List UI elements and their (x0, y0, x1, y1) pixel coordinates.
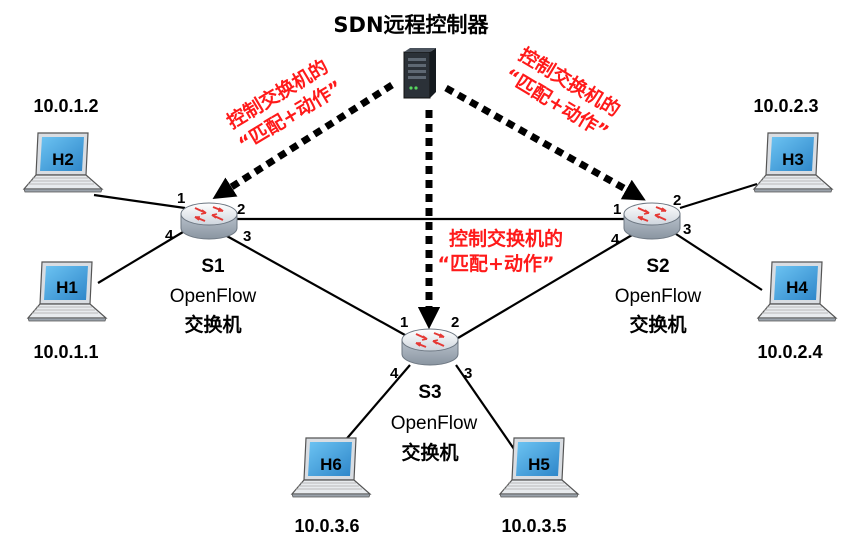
link-h5-s3 (455, 364, 524, 463)
controller-title: SDN远程控制器 (333, 13, 489, 37)
h5-ip: 10.0.3.5 (501, 516, 566, 536)
link-h4-s2 (675, 233, 763, 291)
host-h5[interactable]: H5 10.0.3.5 (499, 437, 579, 536)
s3-desc: 交换机 (401, 441, 458, 464)
host-h1[interactable]: 10.0.1.1 H1 (27, 261, 107, 362)
link-h3-s2 (679, 182, 758, 210)
host-h2[interactable]: 10.0.1.2 H2 (23, 96, 103, 193)
link-h6-s3 (336, 364, 411, 451)
host-h4[interactable]: 10.0.2.4 H4 (757, 261, 837, 362)
router-icon (180, 202, 238, 240)
link-h1-s1 (97, 231, 184, 284)
h6-label: H6 (320, 455, 342, 474)
s3-port-3: 3 (464, 365, 472, 382)
link-s2-s3 (457, 234, 633, 339)
h4-label: H4 (786, 278, 808, 297)
s2-port-4: 4 (611, 231, 620, 248)
h2-ip: 10.0.1.2 (33, 96, 98, 116)
s1-port-2: 2 (237, 201, 245, 218)
s1-type: OpenFlow (170, 286, 257, 307)
h6-ip: 10.0.3.6 (294, 516, 359, 536)
annotation-right: 控制交换机的 “匹配+动作” (501, 43, 625, 144)
h4-ip: 10.0.2.4 (757, 342, 822, 362)
s3-name: S3 (418, 382, 441, 403)
s3-port-4: 4 (390, 365, 399, 382)
switch-s3[interactable]: 1 2 3 4 S3 OpenFlow 交换机 (390, 314, 478, 464)
s1-desc: 交换机 (184, 313, 241, 336)
link-s1-s3 (224, 234, 406, 336)
control-links (212, 82, 646, 330)
s1-name: S1 (201, 256, 225, 277)
h2-label: H2 (52, 150, 74, 169)
s3-type: OpenFlow (391, 413, 478, 434)
s2-type: OpenFlow (615, 286, 702, 307)
h3-ip: 10.0.2.3 (753, 96, 818, 116)
links (93, 182, 763, 463)
s1-port-4: 4 (165, 227, 174, 244)
server-icon (403, 48, 436, 99)
switch-s1[interactable]: 1 2 3 4 S1 OpenFlow 交换机 (165, 190, 257, 336)
router-icon (401, 328, 459, 366)
router-icon (623, 202, 681, 240)
link-h2-s1 (93, 193, 186, 210)
annotation-center-line2: “匹配+动作” (438, 252, 555, 275)
h5-label: H5 (528, 455, 550, 474)
s3-port-2: 2 (451, 314, 459, 331)
controller: SDN远程控制器 (333, 13, 490, 99)
switch-s2[interactable]: 1 2 3 4 S2 OpenFlow 交换机 (611, 192, 702, 336)
annotation-left: 控制交换机的 “匹配+动作” (223, 55, 347, 156)
control-link-s1 (212, 82, 394, 200)
h1-ip: 10.0.1.1 (33, 342, 98, 362)
s2-port-2: 2 (673, 192, 681, 209)
annotation-center-line1: 控制交换机的 (449, 227, 563, 250)
host-h6[interactable]: H6 10.0.3.6 (291, 437, 371, 536)
s2-port-1: 1 (613, 201, 621, 218)
s2-name: S2 (646, 256, 669, 277)
h3-label: H3 (782, 150, 804, 169)
s1-port-3: 3 (243, 228, 251, 245)
host-h3[interactable]: 10.0.2.3 H3 (753, 96, 833, 193)
s3-port-1: 1 (400, 314, 408, 331)
s1-port-1: 1 (177, 190, 185, 207)
annotation-center: 控制交换机的 “匹配+动作” (438, 227, 563, 275)
s2-desc: 交换机 (629, 313, 686, 336)
h1-label: H1 (56, 278, 78, 297)
s2-port-3: 3 (683, 221, 691, 238)
